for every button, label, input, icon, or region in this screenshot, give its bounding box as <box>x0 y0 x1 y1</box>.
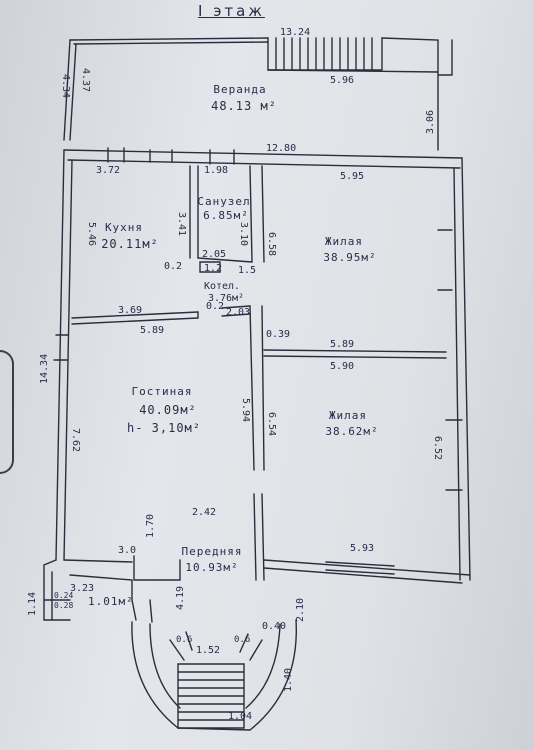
dim-kitchen-h: 5.46 <box>86 222 97 247</box>
dim-bath-h2: 3.10 <box>238 222 249 247</box>
dim-top: 13.24 <box>280 27 311 38</box>
dim-593: 5.93 <box>350 543 375 554</box>
dim-06a: 0.6 <box>176 635 193 645</box>
room-bedroom1-area: 38.95м² <box>323 251 377 264</box>
upper-wall <box>63 149 463 169</box>
dim-203: 2.03 <box>226 307 251 318</box>
dim-205: 2.05 <box>202 249 227 260</box>
room-boiler-area: 3.76м² <box>207 293 245 304</box>
plan-title: I этаж <box>198 2 265 20</box>
dim-bath-h1: 3.41 <box>176 212 187 237</box>
room-veranda-name: Веранда <box>213 83 267 96</box>
dim-039: 0.39 <box>266 329 291 340</box>
dim-242: 2.42 <box>192 507 217 518</box>
room-living-area: 40.09м² <box>139 403 197 417</box>
dim-15: 1.5 <box>238 265 257 276</box>
dim-323: 3.23 <box>70 583 95 594</box>
dim-028: 0.28 <box>54 601 74 610</box>
dim-12: 1.2 <box>204 263 223 274</box>
dim-06b: 0.6 <box>234 635 251 645</box>
dim-bed1-h: 6.58 <box>266 232 277 257</box>
right-wall <box>453 157 471 581</box>
dim-bed1-top: 5.95 <box>340 171 365 182</box>
dim-right-bed2: 6.52 <box>432 436 443 461</box>
room-hall-area: 10.93м² <box>185 561 239 574</box>
dim-589b: 5.89 <box>330 339 355 350</box>
room-kitchen-name: Кухня <box>104 221 144 234</box>
room-bedroom1-name: Жилая <box>324 235 364 248</box>
dim-veranda-inner: 5.96 <box>330 75 355 86</box>
dim-170: 1.70 <box>145 513 156 538</box>
dim-living-h2: 6.54 <box>266 412 277 437</box>
room-living-height: h- 3,10м² <box>126 421 202 435</box>
veranda-stairs <box>267 37 383 71</box>
dim-left-veranda-inner: 4.37 <box>80 68 91 93</box>
dim-living-h1: 5.94 <box>240 398 251 423</box>
dim-living-left: 7.62 <box>70 428 81 453</box>
room-small-area: 1.01м² <box>88 595 134 608</box>
veranda-wall <box>69 37 453 151</box>
dim-width-mid: 12.80 <box>266 143 297 154</box>
dim-210: 2.10 <box>295 597 306 622</box>
dim-kitchen-top: 3.72 <box>96 165 121 176</box>
porch-steps <box>177 663 245 729</box>
dim-left-total: 14.34 <box>39 353 50 384</box>
dim-024: 0.24 <box>54 591 74 600</box>
dim-left-veranda-outer: 4.34 <box>60 74 71 99</box>
dim-02b: 0.2 <box>206 301 225 312</box>
room-veranda-area: 48.13 м² <box>211 99 277 113</box>
room-bedroom2-area: 38.62м² <box>325 425 379 438</box>
central-wall <box>249 305 265 471</box>
porch <box>131 621 181 729</box>
room-bathroom-area: 6.85м² <box>203 209 249 222</box>
dim-140: 1.40 <box>283 667 294 692</box>
dim-right-veranda: 3.06 <box>425 109 436 134</box>
dim-30: 3.0 <box>118 545 137 556</box>
room-bathroom-name: Санузел <box>197 195 251 208</box>
dim-589a: 5.89 <box>140 325 165 336</box>
room-kitchen-area: 20.11м² <box>101 237 159 251</box>
dim-02: 0.2 <box>164 261 183 272</box>
room-bedroom2-name: Жилая <box>328 409 368 422</box>
dim-369: 3.69 <box>118 305 143 316</box>
dim-419: 4.19 <box>175 585 186 610</box>
dim-114: 1.14 <box>27 591 38 616</box>
room-living-name: Гостиная <box>131 385 193 398</box>
dim-590: 5.90 <box>330 361 355 372</box>
room-boiler-name: Котел. <box>203 281 241 292</box>
left-wall <box>55 149 73 561</box>
dim-bath-w: 1.98 <box>204 165 229 176</box>
room-hall-name: Передняя <box>181 545 243 558</box>
dim-152: 1.52 <box>196 645 221 656</box>
dim-040: 0.40 <box>262 621 287 632</box>
dim-104: 1.04 <box>228 711 253 722</box>
